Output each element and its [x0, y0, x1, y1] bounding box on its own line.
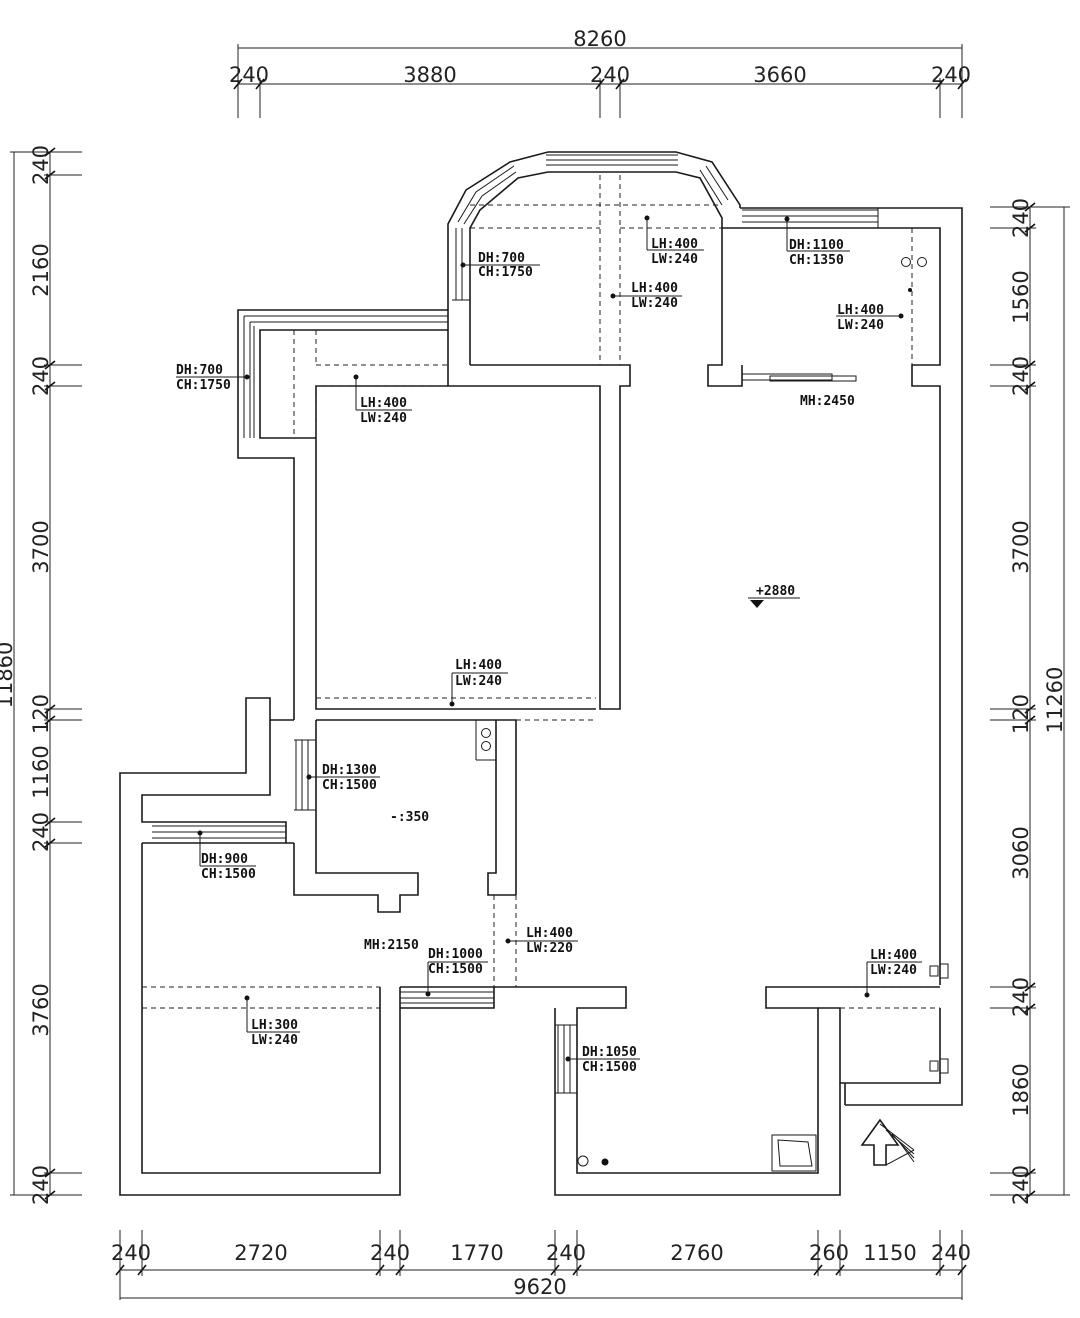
dim-right-8: 1860	[1009, 1063, 1033, 1116]
annotation-line2: CH:1750	[176, 378, 231, 393]
annotation-line1: DH:1000	[428, 947, 483, 962]
floor-level-marker: +2880	[748, 584, 800, 608]
annotation-line1: DH:1100	[789, 238, 844, 253]
kitchen-level-label: -:350	[390, 810, 429, 825]
annotation-line2: LW:240	[360, 411, 407, 426]
annotation-lintel-7: LH:300 LW:240	[244, 995, 300, 1048]
annotation-line2: LW:240	[870, 963, 917, 978]
dim-bottom-1: 240	[111, 1241, 151, 1265]
dim-top-4: 3660	[753, 63, 806, 87]
annotation-window-corridor: DH:1000 CH:1500	[425, 947, 488, 997]
annotation-window-bedroom-2: DH:900 CH:1500	[197, 830, 256, 882]
walls	[119, 151, 963, 1196]
annotation-line2: CH:1500	[428, 962, 483, 977]
annotation-line1: DH:700	[478, 251, 525, 266]
annotation-line2: CH:1750	[478, 265, 533, 280]
dim-right-2: 1560	[1009, 270, 1033, 323]
dim-left-3: 240	[29, 356, 53, 396]
annotation-line2: CH:1500	[201, 867, 256, 882]
dim-bottom-4: 1770	[450, 1241, 503, 1265]
annotation-line1: DH:900	[201, 852, 248, 867]
dim-left-5: 120	[29, 694, 53, 734]
dim-right-9: 240	[1009, 1165, 1033, 1205]
dim-top-5: 240	[931, 63, 971, 87]
dim-right-7: 240	[1009, 977, 1033, 1017]
dim-bottom-8: 1150	[863, 1241, 916, 1265]
annotation-line1: LH:400	[837, 303, 884, 318]
annotation-window-top-right: DH:1100 CH:1350	[784, 216, 850, 268]
dim-right-3: 240	[1009, 356, 1033, 396]
dim-bottom-7: 260	[809, 1241, 849, 1265]
annotation-line2: CH:1500	[582, 1060, 637, 1075]
dim-bottom-9: 240	[931, 1241, 971, 1265]
dim-left-1: 240	[29, 145, 53, 185]
dim-left-7: 240	[29, 812, 53, 852]
dim-left-6: 1160	[29, 745, 53, 798]
annotation-lintel-4: LH:400 LW:240	[353, 374, 412, 426]
annotation-lintel-8: LH:400 LW:240	[864, 948, 922, 998]
dim-right-total: 11260	[1043, 667, 1067, 734]
annotation-line2: CH:1500	[322, 778, 377, 793]
annotation-line1: LH:400	[360, 396, 407, 411]
annotation-window-kitchen: DH:1300 CH:1500	[306, 763, 380, 793]
annotation-lintel-6: LH:400 LW:220	[505, 926, 578, 956]
annotation-line1: LH:400	[651, 237, 698, 252]
annotation-line1: LH:400	[631, 281, 678, 296]
annotation-lintel-2: LH:400 LW:240	[610, 281, 682, 311]
dim-left-9: 240	[29, 1165, 53, 1205]
dim-bottom-2: 2720	[234, 1241, 287, 1265]
dim-right-5: 120	[1009, 694, 1033, 734]
dim-right-1: 240	[1009, 198, 1033, 238]
annotation-line2: LW:240	[251, 1033, 298, 1048]
dim-bottom-total: 9620	[513, 1275, 566, 1299]
annotation-line2: LW:240	[651, 252, 698, 267]
annotation-line1: LH:400	[455, 658, 502, 673]
mh-top-label: MH:2450	[800, 394, 855, 409]
annotation-line1: LH:400	[870, 948, 917, 963]
annotation-line2: LW:240	[455, 674, 502, 689]
annotation-lintel-5: LH:400 LW:240	[449, 658, 508, 707]
dim-left-total: 11860	[0, 642, 17, 709]
annotation-line1: DH:700	[176, 363, 223, 378]
annotation-line1: DH:1300	[322, 763, 377, 778]
dashed-lines	[142, 175, 940, 1009]
dim-top-3: 240	[590, 63, 630, 87]
annotation-lintel-1: LH:400 LW:240	[644, 215, 704, 267]
annotation-line1: LH:300	[251, 1018, 298, 1033]
annotation-line2: LW:220	[526, 941, 573, 956]
dimension-lines	[10, 44, 1070, 1300]
annotation-line2: LW:240	[837, 318, 884, 333]
dim-right-4: 3700	[1009, 520, 1033, 573]
annotation-window-left: DH:700 CH:1750	[176, 363, 250, 393]
dim-left-8: 3760	[29, 983, 53, 1036]
annotations: DH:700 CH:1750 LH:400 LW:240 LH:400 LW:2…	[176, 215, 922, 1075]
dim-left-4: 3700	[29, 520, 53, 573]
dim-top-total: 8260	[573, 27, 626, 51]
dim-bottom-5: 240	[546, 1241, 586, 1265]
annotation-line2: CH:1350	[789, 253, 844, 268]
annotation-window-bay: DH:700 CH:1750	[460, 251, 540, 280]
dimension-texts: 8260 240 3880 240 3660 240 240 2720 240 …	[0, 27, 1067, 1299]
dim-bottom-6: 2760	[670, 1241, 723, 1265]
dim-top-1: 240	[229, 63, 269, 87]
dim-left-2: 2160	[29, 243, 53, 296]
annotation-line1: DH:1050	[582, 1045, 637, 1060]
floor-level-label: +2880	[756, 584, 795, 599]
dim-right-6: 3060	[1009, 826, 1033, 879]
annotation-line2: LW:240	[631, 296, 678, 311]
annotation-lintel-3: LH:400 LW:240	[836, 288, 912, 333]
annotation-window-bath: DH:1050 CH:1500	[565, 1045, 640, 1075]
annotation-line1: LH:400	[526, 926, 573, 941]
dim-top-2: 3880	[403, 63, 456, 87]
dim-bottom-3: 240	[370, 1241, 410, 1265]
mh-left-label: MH:2150	[364, 938, 419, 953]
